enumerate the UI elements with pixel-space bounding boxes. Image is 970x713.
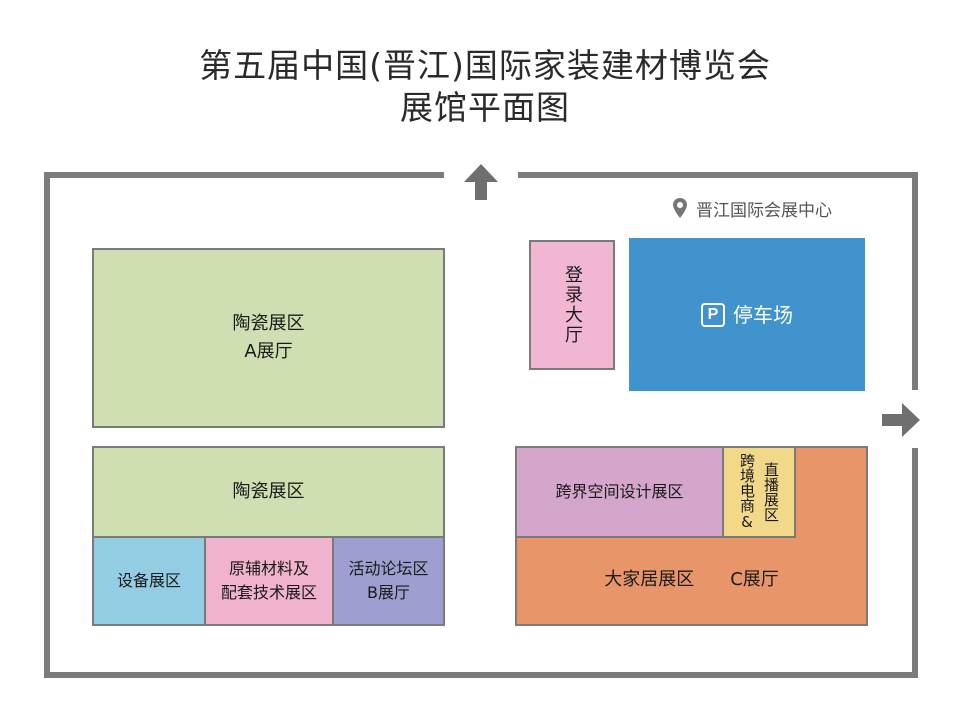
zone-parking[interactable]: P 停车场: [629, 238, 865, 391]
zone-forum-label: 活动论坛区: [348, 559, 429, 578]
zone-equipment-label: 设备展区: [116, 571, 181, 590]
venue-name: 晋江国际会展中心: [696, 200, 832, 221]
zone-ceramic-b[interactable]: 陶瓷展区: [92, 446, 445, 538]
map-subtitle: 展馆平面图: [400, 88, 570, 127]
zone-ceramic-a-hall: A展厅: [244, 341, 293, 362]
zone-crossover-design[interactable]: 跨界空间设计展区: [515, 446, 724, 538]
zone-ecommerce-col1: 跨境电商&: [738, 453, 756, 531]
zone-home-row: 大家居展区 C展厅: [604, 566, 779, 594]
perimeter-left: [44, 172, 50, 678]
zone-forum-hall: B展厅: [367, 583, 410, 602]
zone-registration-hall[interactable]: 登录大厅: [529, 240, 615, 370]
zone-forum[interactable]: 活动论坛区 B展厅: [332, 536, 445, 626]
parking-label: P 停车场: [701, 301, 793, 329]
zone-ceramic-a[interactable]: 陶瓷展区 A展厅: [92, 248, 445, 428]
location-pin-icon: [673, 198, 687, 218]
zone-crossover-label: 跨界空间设计展区: [555, 482, 684, 501]
zone-home-hall: C展厅: [730, 569, 779, 590]
zone-home-label: 大家居展区: [604, 569, 695, 590]
zone-registration-label: 登录大厅: [562, 265, 583, 345]
zone-equipment[interactable]: 设备展区: [92, 536, 206, 626]
arrow-up-icon: [464, 164, 498, 200]
perimeter-top-left: [44, 172, 444, 178]
map-title: 第五届中国(晋江)国际家装建材博览会: [199, 46, 771, 85]
zone-materials-line1: 原辅材料及: [228, 559, 309, 578]
perimeter-bottom: [44, 672, 918, 678]
perimeter-top-right: [518, 172, 918, 178]
zone-ceramic-a-label: 陶瓷展区: [232, 313, 305, 334]
perimeter-right-top: [912, 172, 918, 390]
zone-ecommerce-live[interactable]: 跨境电商& 直播展区: [722, 446, 796, 538]
zone-ceramic-b-label: 陶瓷展区: [232, 481, 305, 502]
arrow-right-icon: [882, 403, 920, 437]
zone-ecommerce-col2: 直播展区: [762, 462, 780, 522]
parking-text: 停车场: [733, 302, 793, 327]
zone-materials[interactable]: 原辅材料及 配套技术展区: [204, 536, 334, 626]
venue-label: 晋江国际会展中心: [672, 196, 832, 221]
parking-icon: P: [701, 302, 725, 327]
zone-materials-line2: 配套技术展区: [220, 583, 317, 602]
perimeter-right-bottom: [912, 448, 918, 678]
